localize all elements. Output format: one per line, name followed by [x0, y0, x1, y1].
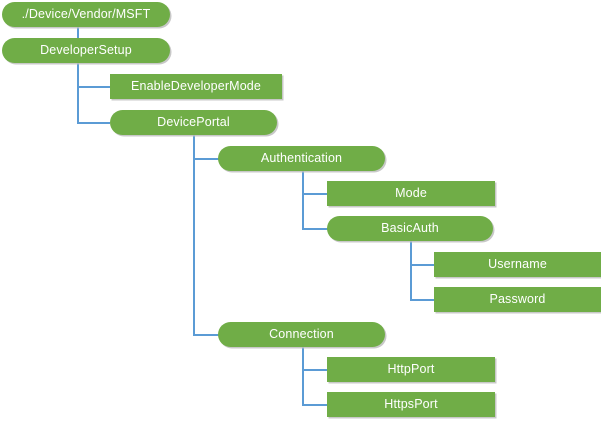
tree-node-enabledevelopermode[interactable]: EnableDeveloperMode [110, 74, 282, 99]
connector-trunk-a-to-deviceportal [77, 122, 110, 124]
connector-connection-to-trunk-e [302, 347, 304, 405]
connector-trunk-a-to-enabledevelopermode [77, 86, 110, 88]
connector-trunk-b-to-connection [193, 334, 221, 336]
tree-node-httpport[interactable]: HttpPort [327, 357, 495, 382]
connector-deviceportal-to-trunk-b [193, 135, 195, 335]
tree-node-basicauth[interactable]: BasicAuth [327, 216, 493, 241]
tree-node-developersetup[interactable]: DeveloperSetup [2, 38, 170, 63]
tree-node-label: Mode [395, 186, 427, 201]
tree-node-connection[interactable]: Connection [218, 322, 385, 347]
connector-developersetup-to-trunk-a [77, 63, 79, 123]
tree-node-authentication[interactable]: Authentication [218, 146, 385, 171]
tree-node-password[interactable]: Password [434, 287, 601, 312]
connector-trunk-c-to-basicauth [302, 228, 330, 230]
tree-node-username[interactable]: Username [434, 252, 601, 277]
tree-node-label: DevicePortal [157, 115, 230, 130]
tree-node-label: HttpPort [387, 362, 435, 377]
tree-node-label: Password [489, 292, 546, 307]
tree-node-label: HttpsPort [384, 397, 438, 412]
connector-trunk-e-to-httpsport [302, 404, 330, 406]
tree-node-root[interactable]: ./Device/Vendor/MSFT [2, 2, 170, 27]
tree-node-label: ./Device/Vendor/MSFT [21, 7, 151, 22]
tree-node-label: Authentication [260, 151, 343, 166]
tree-node-label: Username [488, 257, 547, 272]
connector-basicauth-to-trunk-d [410, 241, 412, 300]
connector-trunk-d-to-password [410, 299, 437, 301]
tree-node-label: DeveloperSetup [40, 43, 132, 58]
tree-node-label: EnableDeveloperMode [130, 79, 262, 94]
connector-trunk-c-to-mode [302, 193, 330, 195]
connector-authentication-to-trunk-c [302, 171, 304, 229]
connector-root-to-developersetup [77, 27, 79, 38]
tree-node-httpsport[interactable]: HttpsPort [327, 392, 495, 417]
tree-node-deviceportal[interactable]: DevicePortal [110, 110, 277, 135]
connector-trunk-b-to-authentication [193, 158, 221, 160]
connector-trunk-d-to-username [410, 264, 437, 266]
tree-node-mode[interactable]: Mode [327, 181, 495, 206]
connector-trunk-e-to-httpport [302, 369, 330, 371]
tree-node-label: Connection [269, 327, 334, 342]
tree-node-label: BasicAuth [381, 221, 439, 236]
